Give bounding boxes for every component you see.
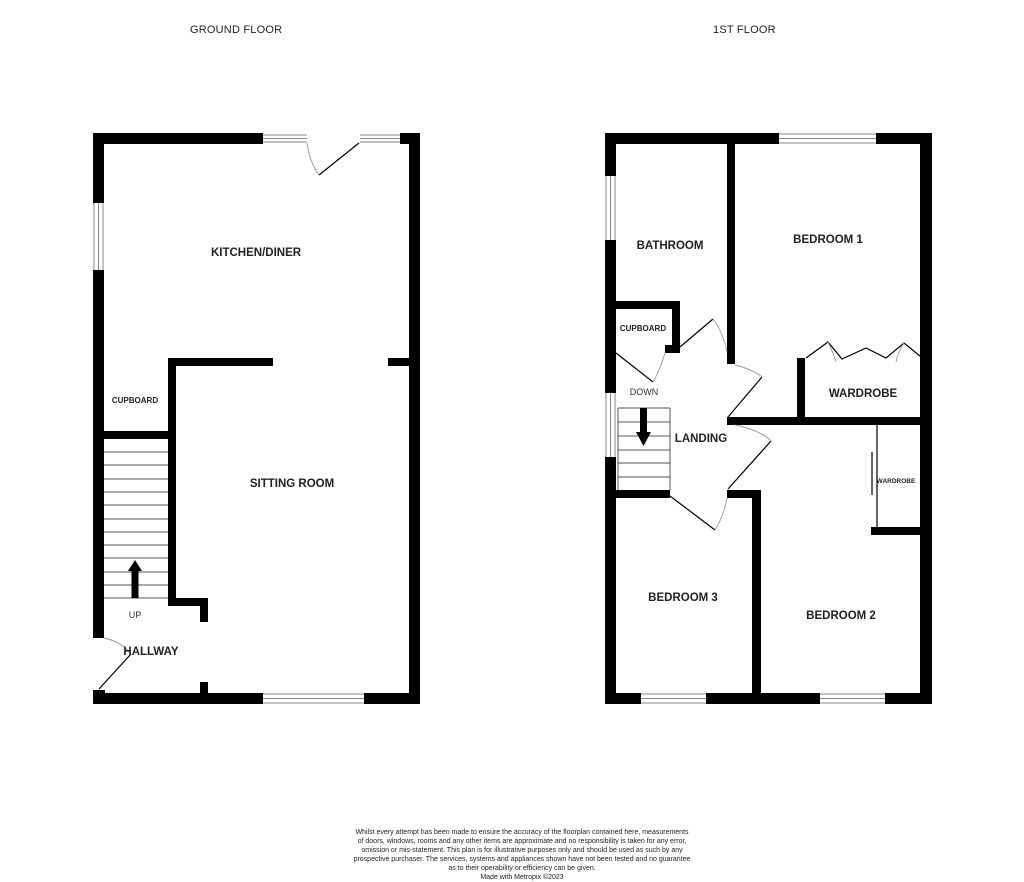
- wardrobe-bifold-doors: [805, 341, 921, 363]
- arrow-up-icon: [128, 560, 142, 598]
- disclaimer-line: prospective purchaser. The services, sys…: [353, 856, 691, 863]
- wall: [727, 417, 921, 425]
- wall: [605, 133, 779, 144]
- stairs-label-up: UP: [129, 610, 142, 620]
- wall: [605, 240, 616, 393]
- disclaimer-line: omission or mis-statement. This plan is …: [361, 847, 683, 854]
- disclaimer-line: Whilst every attempt has been made to en…: [355, 829, 689, 836]
- wall: [104, 431, 172, 439]
- wall: [200, 682, 208, 694]
- wall: [665, 345, 680, 353]
- wall: [409, 133, 420, 704]
- first-floor-plan: BATHROOM BEDROOM 1 CUPBOARD DOWN WARDROB…: [605, 133, 932, 704]
- wall: [93, 270, 104, 638]
- front-door: [98, 637, 132, 690]
- wall: [706, 693, 820, 704]
- cupboard-door: [615, 352, 666, 383]
- wall: [672, 301, 680, 353]
- arrow-down-icon: [636, 408, 651, 446]
- wall: [388, 358, 410, 366]
- room-label-hallway: HALLWAY: [123, 646, 178, 658]
- wall: [876, 133, 932, 144]
- wall: [200, 598, 208, 622]
- wall: [616, 490, 670, 498]
- room-label-wardrobe-2: WARDROBE: [877, 478, 916, 485]
- room-label-bedroom-2: BEDROOM 2: [806, 610, 876, 622]
- window-bathroom-left: [605, 176, 616, 240]
- room-label-bedroom-3: BEDROOM 3: [648, 592, 718, 604]
- wall: [605, 457, 616, 704]
- wall: [605, 133, 616, 176]
- wall: [752, 490, 761, 694]
- wall: [93, 133, 263, 144]
- stairs-label-down: DOWN: [630, 387, 659, 397]
- wall: [727, 490, 761, 498]
- room-label-cupboard: CUPBOARD: [112, 396, 158, 405]
- wall: [871, 527, 921, 535]
- window-kitchen-top: [263, 134, 400, 143]
- disclaimer-line: as to their operability or efficiency ca…: [448, 865, 596, 872]
- window-landing-left: [605, 393, 616, 457]
- room-label-landing: LANDING: [675, 433, 727, 445]
- ground-floor-title: GROUND FLOOR: [190, 24, 283, 36]
- room-label-sitting-room: SITTING ROOM: [250, 478, 334, 490]
- room-label-kitchen-diner: KITCHEN/DINER: [211, 247, 302, 259]
- wall: [168, 358, 273, 366]
- first-floor-title: 1ST FLOOR: [713, 24, 776, 36]
- room-label-wardrobe: WARDROBE: [829, 388, 898, 400]
- window-sitting-bottom: [263, 693, 364, 704]
- wall: [364, 693, 420, 704]
- wall: [93, 133, 104, 203]
- disclaimer: Whilst every attempt has been made to en…: [330, 828, 714, 882]
- bathroom-door: [679, 318, 728, 353]
- bedroom1-door: [727, 364, 763, 418]
- staircase-down: [617, 407, 671, 490]
- wall: [885, 693, 932, 704]
- staircase-up: [104, 451, 168, 599]
- ground-floor-plan: KITCHEN/DINER CUPBOARD SITTING ROOM UP H…: [93, 133, 420, 704]
- disclaimer-line: of doors, windows, rooms and any other i…: [357, 838, 687, 845]
- wall: [93, 690, 105, 704]
- wall: [93, 693, 263, 704]
- wall: [168, 598, 208, 606]
- window-bedroom3-bottom: [641, 693, 706, 704]
- wall: [797, 358, 805, 418]
- bedroom2-door: [727, 424, 772, 490]
- wall: [616, 301, 680, 309]
- window-kitchen-left: [93, 203, 104, 270]
- wall: [605, 693, 641, 704]
- wall: [920, 133, 932, 704]
- kitchen-door: [306, 142, 360, 176]
- room-label-bedroom-1: BEDROOM 1: [793, 234, 863, 246]
- window-bedroom2-bottom: [820, 693, 885, 704]
- wall: [727, 144, 735, 364]
- room-label-cupboard: CUPBOARD: [620, 324, 666, 333]
- wall: [168, 358, 176, 606]
- bedroom3-door: [669, 495, 728, 531]
- room-label-bathroom: BATHROOM: [637, 240, 704, 252]
- wardrobe-sliding-doors: [871, 425, 878, 527]
- window-bedroom1-top: [779, 133, 876, 144]
